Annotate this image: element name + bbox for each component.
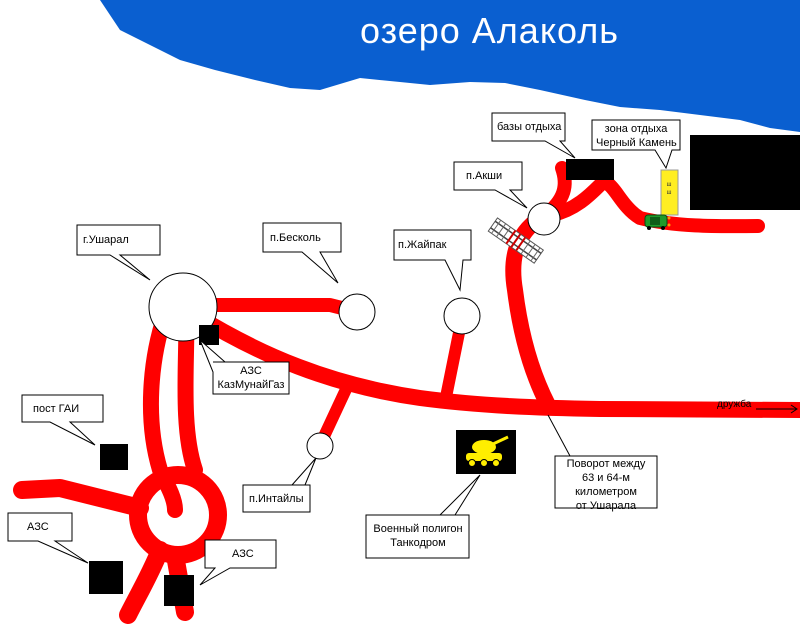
label-povorot-line4: от Ушарала xyxy=(575,500,637,512)
lake-title: озеро Алаколь xyxy=(360,10,619,51)
village-akshi[interactable] xyxy=(527,202,561,236)
road-sw xyxy=(119,541,169,624)
building-right xyxy=(690,135,800,210)
callout-bazy xyxy=(491,112,576,159)
road-beskol xyxy=(198,298,357,317)
label-intaily: п.Интайлы xyxy=(249,493,304,505)
label-povorot: Поворот между 63 и 64-м километром от Уш… xyxy=(557,457,655,513)
callout-azs-right xyxy=(199,539,277,586)
label-povorot-line3: километром xyxy=(575,486,637,498)
label-povorot-line1: Поворот между xyxy=(566,458,646,470)
label-poligon-line2: Танкодром xyxy=(390,537,446,549)
railway-crossing-icon xyxy=(487,217,545,264)
label-post-gai: пост ГАИ xyxy=(33,403,80,415)
car-icon xyxy=(644,214,671,230)
village-beskol[interactable] xyxy=(338,293,376,331)
arrow-right-icon xyxy=(756,404,798,414)
azs-kmg-marker[interactable] xyxy=(199,325,219,345)
callout-zhaipak xyxy=(393,229,472,292)
callout-azs-left xyxy=(7,512,89,564)
label-povorot-line2: 63 и 64-м xyxy=(582,472,630,484)
azs-left-marker[interactable] xyxy=(89,561,123,594)
label-azs-kmg-line2: КазМунайГаз xyxy=(217,379,285,391)
azs-right-marker[interactable] xyxy=(164,575,194,606)
label-azs-left: АЗС xyxy=(27,521,49,533)
road-west xyxy=(13,479,149,517)
callout-ushzral xyxy=(76,224,161,281)
label-poligon: Военный полигон Танкодром xyxy=(368,522,468,550)
callout-poligon xyxy=(365,474,481,559)
label-azs-right: АЗС xyxy=(232,548,254,560)
label-zona-line1: зона отдыха xyxy=(604,123,668,135)
label-ushzral: г.Ушарал xyxy=(83,234,129,246)
label-akshi: п.Акши xyxy=(466,170,503,182)
callout-zona xyxy=(591,119,681,170)
post-gai-marker[interactable] xyxy=(100,444,128,470)
tank-icon xyxy=(456,430,516,474)
road-kamen xyxy=(545,176,765,234)
callout-azs-kmg xyxy=(199,339,290,395)
label-zona: зона отдыха Черный Камень xyxy=(596,122,677,150)
callout-povorot xyxy=(554,455,658,509)
label-druzhba: дружба xyxy=(717,399,752,410)
svg-text:ш: ш xyxy=(667,190,672,196)
town-ushzral[interactable] xyxy=(148,272,218,342)
svg-text:ш: ш xyxy=(667,182,672,188)
label-azs-kmg-line1: АЗС xyxy=(240,365,262,377)
label-zhaipak: п.Жайпак xyxy=(398,239,447,251)
label-zona-line2: Черный Камень xyxy=(596,137,677,149)
village-intaily[interactable] xyxy=(306,432,334,460)
label-poligon-line1: Военный полигон xyxy=(373,523,463,535)
callout-post-gai xyxy=(21,394,104,446)
callout-intaily xyxy=(242,457,317,513)
callout-beskol xyxy=(262,222,342,284)
bazy-marker[interactable] xyxy=(566,159,614,180)
label-beskol: п.Бесколь xyxy=(270,232,321,244)
label-bazy: базы отдыха xyxy=(497,121,562,133)
callout-akshi xyxy=(453,161,528,209)
label-azs-kmg: АЗС КазМунайГаз xyxy=(215,364,287,392)
lake xyxy=(100,0,800,132)
road-south xyxy=(142,307,183,518)
zona-sign xyxy=(660,169,679,216)
village-zhaipak[interactable] xyxy=(443,297,481,335)
